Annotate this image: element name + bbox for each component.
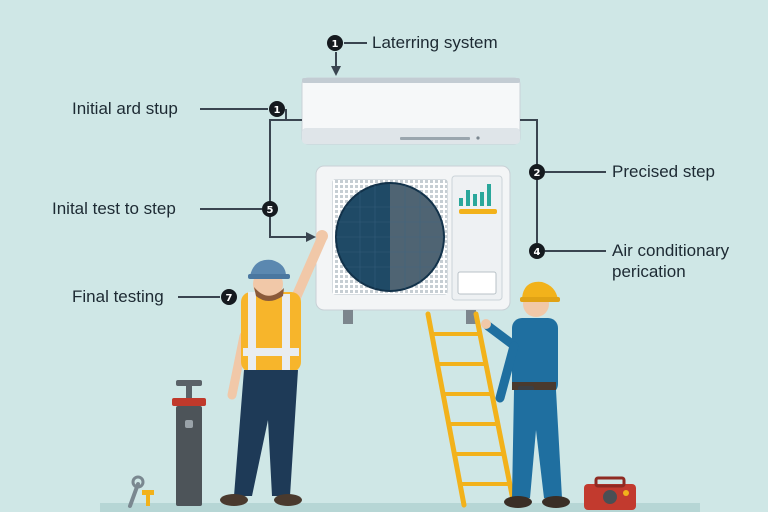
ladder [425,311,517,508]
badge-right1: 2 [529,164,545,180]
outdoor-unit [315,165,511,324]
svg-text:1: 1 [332,39,339,50]
label-right2-line1: Air conditionary [612,241,730,260]
vacuum-gauge-tool [172,380,206,506]
label-right1: Precised step [612,162,715,181]
wrench-icon [128,475,154,508]
svg-text:1: 1 [274,105,281,116]
bar-chart-icon [459,184,497,214]
label-left2: Inital test to step [52,199,176,218]
badge-left3: 7 [221,289,237,305]
fan-grille-icon [333,180,447,294]
arrow-right-icon [306,232,316,242]
technician-left [220,230,328,506]
svg-text:7: 7 [226,293,233,304]
svg-text:4: 4 [534,247,541,258]
badge-top: 1 [327,35,343,51]
label-top: Laterring system [372,33,498,52]
svg-text:5: 5 [267,205,274,216]
badge-left2: 5 [262,201,278,217]
label-right2-line2: perication [612,262,686,281]
label-left3: Final testing [72,287,164,306]
connector-lines [178,42,606,298]
badge-left1: 1 [269,101,285,117]
indoor-unit [301,77,521,145]
technician-right [481,281,570,508]
arrow-down-icon [331,66,341,76]
svg-text:2: 2 [534,168,541,179]
badge-right2: 4 [529,243,545,259]
floor [100,503,700,512]
toolbox [584,476,636,510]
label-left1: Initial ard stup [72,99,178,118]
